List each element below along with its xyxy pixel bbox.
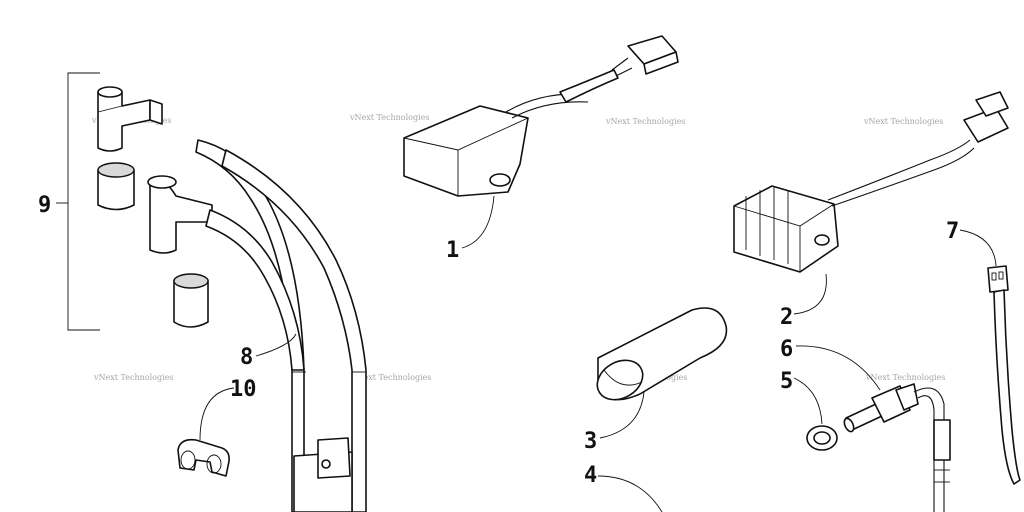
callout-1: 1 <box>446 238 459 263</box>
callout-9: 9 <box>38 193 51 218</box>
callout-8: 8 <box>240 345 253 370</box>
leader-lines <box>199 195 997 512</box>
clip-item-10 <box>177 438 230 477</box>
sensor-item-6 <box>843 383 951 512</box>
callout-3: 3 <box>584 429 597 454</box>
watermark: vNext Technologies <box>93 373 173 382</box>
callout-7: 7 <box>946 219 959 244</box>
callout-6: 6 <box>780 337 793 362</box>
watermark: vNext Technologies <box>351 373 431 382</box>
watermark: vNext Technologies <box>863 117 943 126</box>
callout-2: 2 <box>780 305 793 330</box>
fitting-elbow-upper <box>97 86 163 152</box>
cable-tie-item-7 <box>987 265 1021 485</box>
regulator-item-2 <box>733 91 1009 273</box>
watermark: vNext Technologies <box>605 117 685 126</box>
callouts: 1 2 3 4 5 6 7 8 9 10 <box>38 193 959 488</box>
watermark: vNext Technologies <box>865 373 945 382</box>
washer-item-5 <box>806 425 838 451</box>
watermark: vNext Technologies <box>349 113 429 122</box>
fitting-elbow-lower <box>147 175 213 254</box>
cap-lower <box>173 273 209 328</box>
hose-assembly <box>195 139 367 512</box>
callout-4: 4 <box>584 463 597 488</box>
callout-5: 5 <box>780 369 793 394</box>
bracket-item-9 <box>56 72 100 331</box>
sleeve-item-3 <box>596 307 728 401</box>
module-item-1 <box>403 35 679 197</box>
cap-upper <box>97 162 135 211</box>
callout-10: 10 <box>230 377 257 402</box>
